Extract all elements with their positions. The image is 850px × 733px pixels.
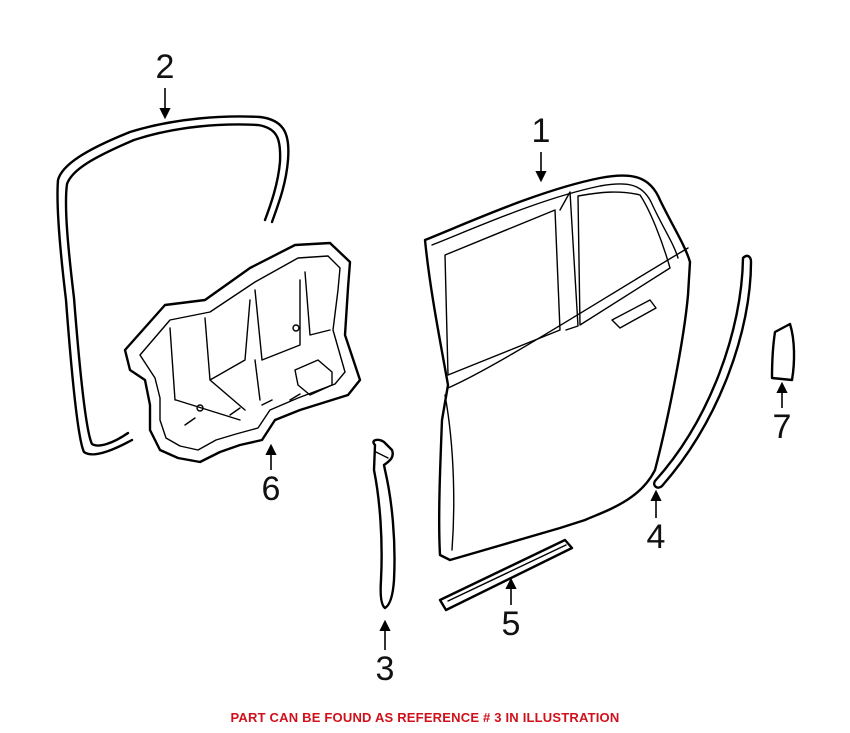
callout-4: 4 — [647, 489, 666, 556]
callout-5: 5 — [502, 577, 521, 643]
callout-2: 2 — [156, 48, 175, 120]
door-shell — [423, 174, 692, 562]
trim-piece — [770, 322, 796, 382]
window-frame-seal — [56, 115, 290, 456]
rear-edge-seal — [653, 254, 753, 489]
callout-7: 7 — [773, 381, 792, 446]
reference-note: PART CAN BE FOUND AS REFERENCE # 3 IN IL… — [230, 710, 620, 725]
callout-1: 1 — [532, 112, 551, 183]
svg-text:2: 2 — [156, 48, 175, 86]
lower-door-seal — [372, 438, 396, 610]
svg-text:6: 6 — [262, 470, 281, 508]
svg-text:3: 3 — [376, 650, 395, 688]
svg-text:7: 7 — [773, 408, 792, 446]
sill-trim — [438, 538, 574, 612]
callout-6: 6 — [262, 443, 281, 508]
svg-text:1: 1 — [532, 112, 551, 150]
inner-panel-carrier — [123, 241, 362, 464]
svg-text:4: 4 — [647, 518, 666, 556]
svg-text:5: 5 — [502, 605, 521, 643]
callout-3: 3 — [376, 619, 395, 688]
